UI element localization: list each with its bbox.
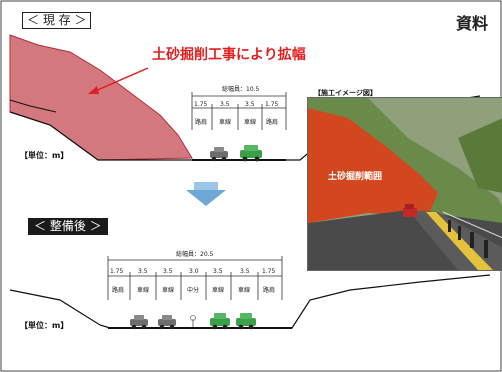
after-lane-2: 車線 xyxy=(137,287,150,294)
car-gray-current xyxy=(210,147,228,162)
unit-label-top: 【単位：m】 xyxy=(20,151,69,160)
after-lane-6: 車線 xyxy=(238,287,251,294)
after-width-7: 1.75 xyxy=(262,268,276,275)
after-width-5: 3.5 xyxy=(213,268,223,275)
width-1: 1.75 xyxy=(194,101,208,108)
after-width-4: 3.0 xyxy=(189,268,199,275)
car-green-current xyxy=(240,145,262,162)
transition-arrow-icon xyxy=(186,182,226,206)
after-lane-7: 路肩 xyxy=(263,287,276,294)
excavation-range-label: 土砂掘削範囲 xyxy=(328,172,383,182)
construction-photo xyxy=(307,97,502,271)
median-plant-icon xyxy=(190,315,196,327)
dim-ticks-after xyxy=(107,256,283,300)
doc-number-label: 資料 xyxy=(456,14,489,33)
width-4: 1.75 xyxy=(265,101,279,108)
after-width-2: 3.5 xyxy=(138,268,148,275)
current-label: ＜ 現 存 ＞ xyxy=(22,12,92,29)
after-lane-4: 中分 xyxy=(187,287,200,294)
after-lane-5: 車線 xyxy=(212,287,225,294)
lane-3: 車線 xyxy=(244,119,257,126)
excavation-note: 土砂掘削工事により拡幅 xyxy=(152,47,306,63)
car-green-after-1 xyxy=(210,313,230,330)
lane-1: 路肩 xyxy=(195,119,208,126)
unit-label-bottom: 【単位：m】 xyxy=(20,321,69,330)
slope-line-left-upper xyxy=(9,99,57,113)
width-2: 3.5 xyxy=(220,101,230,108)
car-green-after-2 xyxy=(236,313,256,330)
car-gray-after-1 xyxy=(130,315,148,330)
width-3: 3.5 xyxy=(245,101,255,108)
after-width-1: 1.75 xyxy=(110,268,124,275)
lane-2: 車線 xyxy=(219,119,232,126)
after-width-6: 3.5 xyxy=(240,268,250,275)
lane-4: 路肩 xyxy=(266,119,279,126)
after-lane-1: 路肩 xyxy=(112,287,125,294)
after-lane-3: 車線 xyxy=(162,287,175,294)
construction-image-label: 【施工イメージ図】 xyxy=(314,89,377,97)
construction-photo-art xyxy=(308,98,502,270)
note-arrow-line xyxy=(92,67,149,93)
after-label: ＜ 整備後 ＞ xyxy=(28,218,108,235)
note-arrow-head xyxy=(88,86,99,94)
car-gray-after-2 xyxy=(158,315,176,330)
total-width-after: 総幅員：20.5 xyxy=(176,251,214,258)
total-width-current: 総幅員：10.5 xyxy=(222,86,260,93)
after-width-3: 3.5 xyxy=(163,268,173,275)
